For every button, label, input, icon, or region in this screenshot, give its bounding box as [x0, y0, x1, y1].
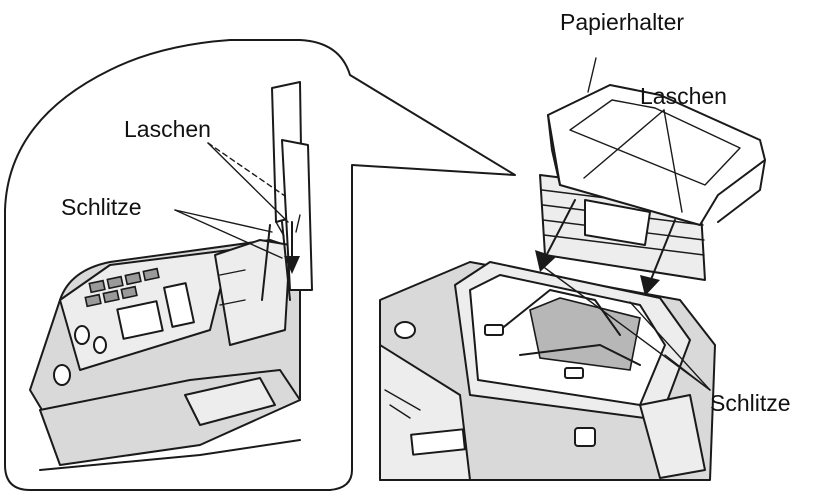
arrow-down-icon — [284, 221, 300, 274]
label-laschen-left: Laschen — [124, 116, 211, 142]
fax-machine-top-view — [379, 261, 716, 481]
leader-lines-right — [544, 57, 711, 391]
label-laschen-right: Laschen — [640, 83, 727, 109]
fax-machine-side-view — [29, 221, 301, 471]
paper-holder-side-view — [271, 81, 313, 291]
label-schlitze-left: Schlitze — [61, 194, 142, 220]
label-schlitze-right: Schlitze — [710, 390, 791, 416]
leader-lines-left — [174, 142, 289, 259]
arrow-down-icon — [535, 199, 576, 272]
label-papierhalter: Papierhalter — [560, 9, 685, 35]
arrow-down-icon — [640, 219, 676, 296]
paper-holder-top-view — [539, 84, 766, 281]
